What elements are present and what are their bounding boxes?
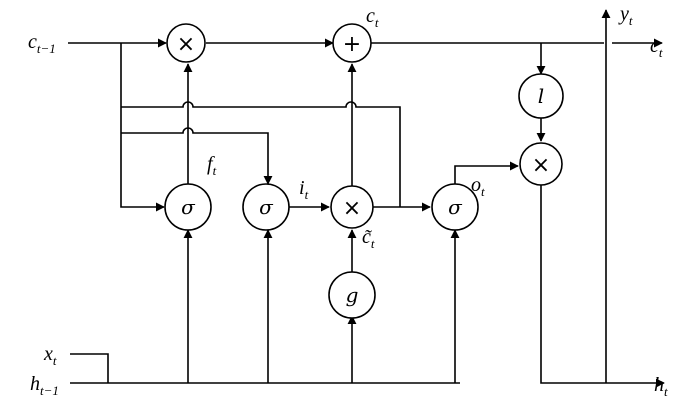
ot-arrow	[454, 161, 519, 186]
label-c-t-top: ct	[366, 5, 379, 30]
output-mult-symbol: ×	[532, 153, 550, 178]
c-prev-to-forget-gate-arrow	[120, 43, 165, 212]
label-y-t: yt	[618, 3, 633, 28]
label-h-prev: ht−1	[30, 373, 59, 398]
forget-mult-symbol: ×	[177, 32, 195, 57]
node-cell-transform: l	[518, 73, 564, 119]
label-x-t: xt	[43, 343, 57, 368]
output-gate-symbol: σ	[448, 195, 463, 219]
input-mult-symbol: ×	[343, 196, 361, 221]
input-bus	[70, 353, 460, 384]
cell-add-symbol: +	[343, 32, 361, 57]
label-c-tilde: c̃t	[362, 226, 375, 251]
node-candidate: g	[328, 271, 376, 319]
node-forget-gate: σ	[164, 183, 212, 231]
c-prev-peephole-output	[121, 101, 401, 207]
label-i-t: it	[299, 177, 309, 202]
node-input-mult: ×	[330, 185, 374, 229]
candidate-symbol: g	[346, 283, 359, 307]
node-output-gate: σ	[431, 183, 479, 231]
node-cell-add: +	[332, 23, 372, 63]
node-forget-mult: ×	[166, 23, 206, 63]
cell-transform-symbol: l	[538, 84, 544, 108]
label-c-t-out: ct	[650, 35, 663, 60]
node-output-mult: ×	[519, 142, 563, 186]
label-o-t: ot	[471, 174, 485, 199]
connections	[68, 9, 665, 388]
label-h-t: ht	[654, 374, 668, 399]
label-f-t: ft	[207, 153, 217, 178]
input-gate-symbol: σ	[259, 195, 274, 219]
ht-output-arrow	[540, 185, 665, 388]
label-c-prev: ct−1	[28, 31, 56, 56]
node-input-gate: σ	[242, 183, 290, 231]
c-prev-to-input-gate-arrow	[121, 127, 273, 185]
forget-gate-symbol: σ	[181, 195, 196, 219]
